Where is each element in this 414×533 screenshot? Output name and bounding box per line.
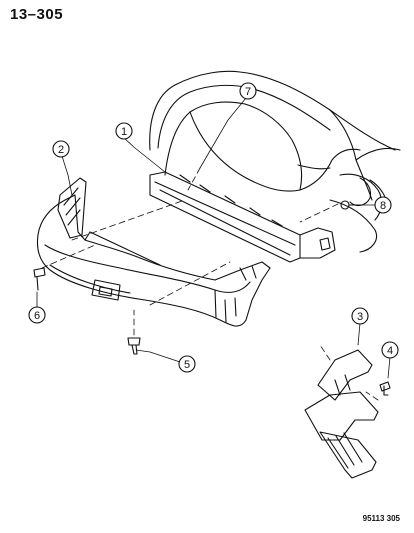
figure-id: 95113 305 <box>362 514 400 523</box>
callout-label-1: 1 <box>121 126 127 138</box>
fastener-screw-6 <box>33 267 46 291</box>
callout-label-7: 7 <box>245 86 251 98</box>
callout-label-4: 4 <box>387 345 393 357</box>
fastener-screw-5 <box>127 337 141 355</box>
fastener-screw-4 <box>379 381 391 396</box>
callout-6 <box>28 306 46 324</box>
callout-label-2: 2 <box>58 144 64 156</box>
callout-7 <box>239 82 257 100</box>
callout-label-5: 5 <box>184 359 190 371</box>
callout-label-3: 3 <box>357 311 363 323</box>
callout-2 <box>52 140 70 158</box>
callout-8 <box>374 196 392 214</box>
vehicle-rear-body <box>149 70 401 253</box>
callout-label-6: 6 <box>34 310 40 322</box>
callout-label-8: 8 <box>380 200 386 212</box>
bumper-reinforcement <box>149 171 336 263</box>
page-number: 13–305 <box>10 6 64 23</box>
side-bracket-assembly <box>304 349 379 479</box>
callout-1 <box>115 122 133 140</box>
left-fascia-bracket <box>57 177 87 239</box>
callout-3 <box>351 307 369 325</box>
callout-5 <box>178 355 196 373</box>
callout-4 <box>381 341 399 359</box>
bumper-fascia <box>36 194 271 327</box>
